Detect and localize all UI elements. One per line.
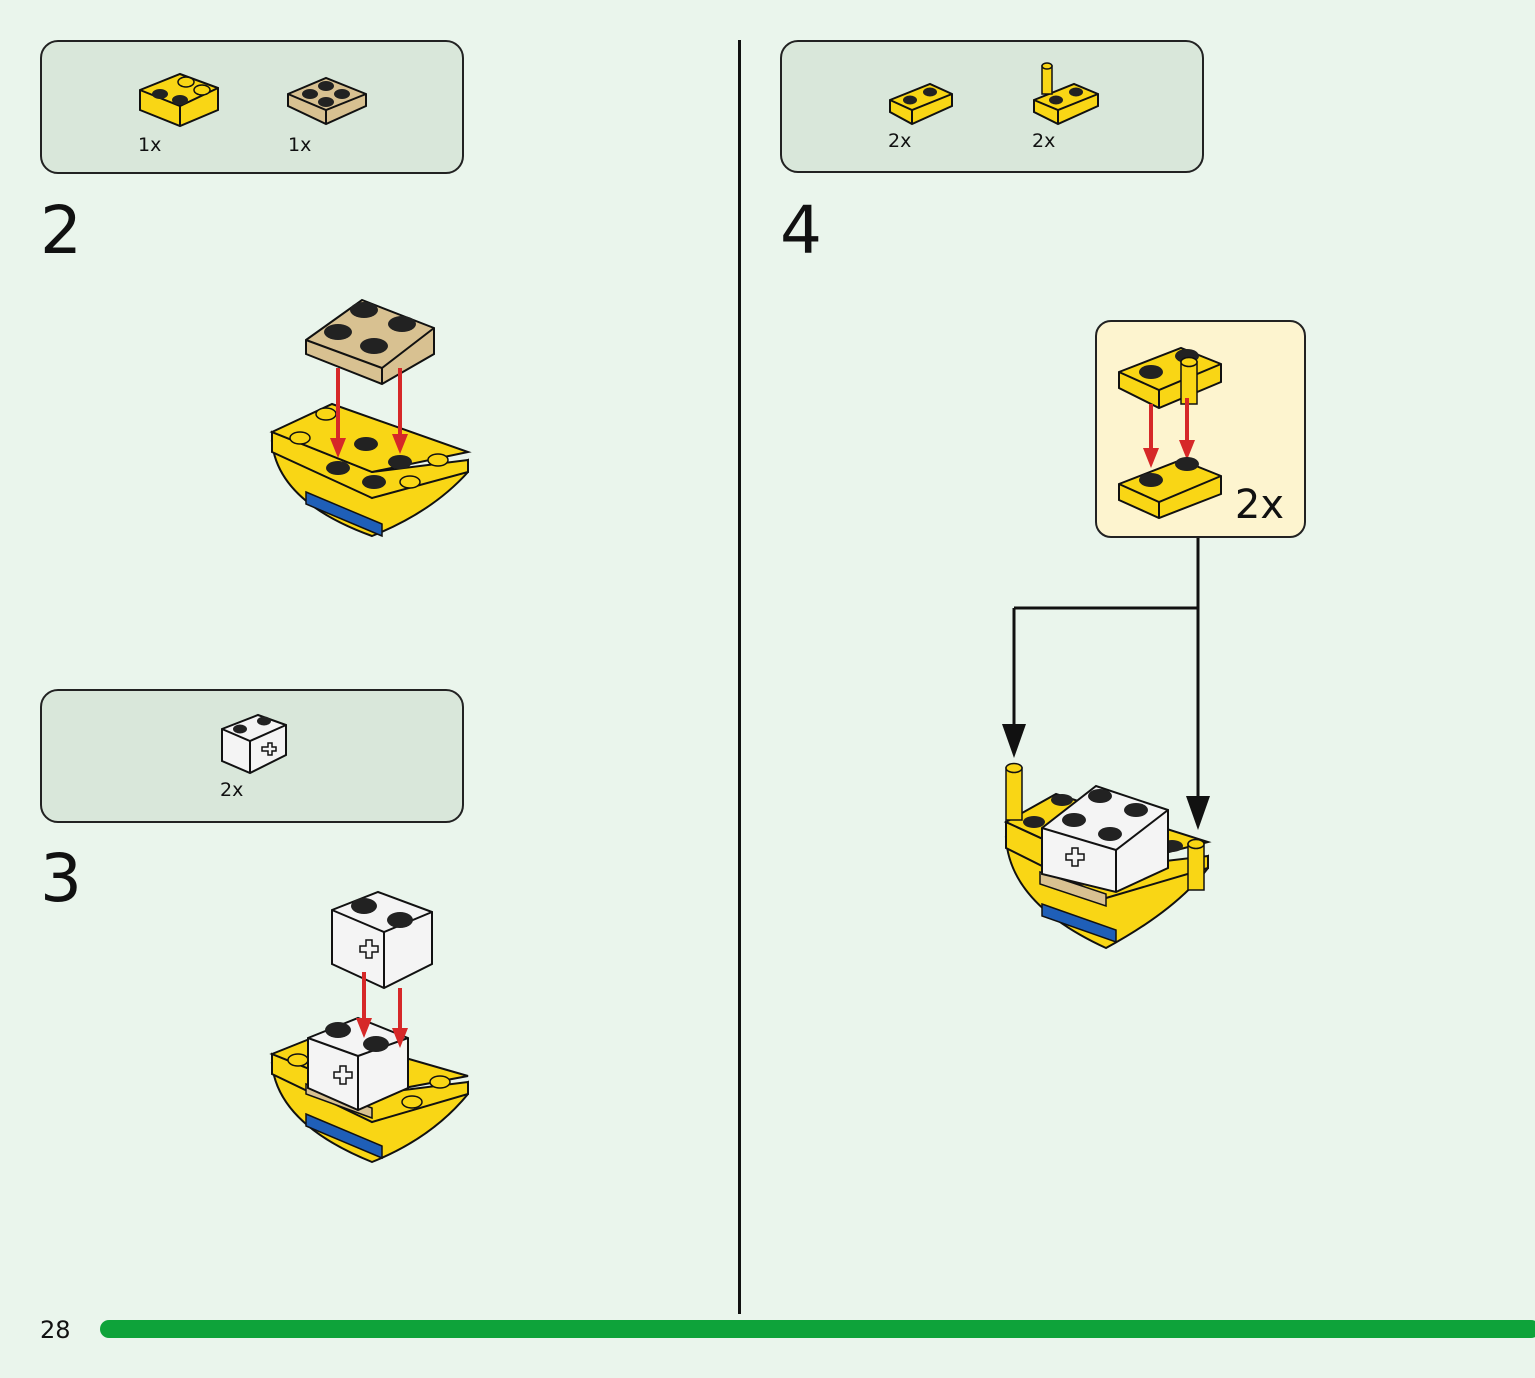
white-axle-brick-icon <box>218 711 290 779</box>
column-divider <box>738 40 741 1314</box>
yellow-plate-with-bar-icon <box>1030 62 1102 128</box>
part-count: 2x <box>888 130 912 152</box>
page-number: 28 <box>40 1316 71 1344</box>
step-3-parts-box: 2x <box>40 689 464 823</box>
yellow-curved-brick-icon <box>136 60 222 132</box>
step-4-illustration <box>996 538 1216 956</box>
part-count: 1x <box>138 134 162 156</box>
footer-bar <box>100 1320 1535 1338</box>
part-count: 1x <box>288 134 312 156</box>
step-number: 3 <box>40 840 82 917</box>
step-3-illustration <box>262 888 476 1172</box>
sub-assembly-illustration <box>1118 346 1222 520</box>
sub-assembly-callout: 2x <box>1095 320 1306 538</box>
part-count: 2x <box>220 779 244 801</box>
step-4-parts-box: 2x 2x <box>780 40 1204 173</box>
tan-plate-icon <box>284 68 370 132</box>
step-2-illustration <box>262 292 476 550</box>
step-number: 4 <box>780 192 822 269</box>
callout-count: 2x <box>1234 482 1284 528</box>
yellow-plate-icon <box>886 80 956 128</box>
step-number: 2 <box>40 192 82 269</box>
step-2-parts-box: 1x 1x <box>40 40 464 174</box>
part-count: 2x <box>1032 130 1056 152</box>
